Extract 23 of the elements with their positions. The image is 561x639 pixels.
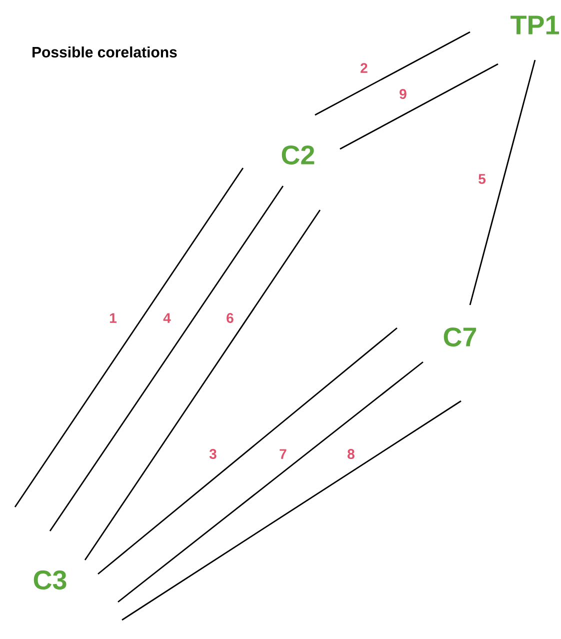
edge-label: 6 [225, 312, 235, 324]
edge-label: 7 [278, 448, 288, 460]
line [14, 168, 244, 508]
edge-label: 8 [346, 448, 356, 460]
line [314, 31, 470, 116]
node-label: C3 [34, 570, 66, 590]
node-label: C2 [282, 145, 314, 165]
line [84, 210, 321, 560]
node-label: C7 [444, 327, 476, 347]
edge-label: 3 [208, 448, 218, 460]
line [49, 186, 284, 532]
line [98, 327, 398, 575]
title: Possible corelations [32, 46, 177, 58]
edge-label: 2 [359, 62, 369, 74]
line [122, 400, 462, 621]
line [340, 63, 498, 150]
edge-label: 5 [477, 173, 487, 185]
node-label: TP1 [510, 16, 560, 34]
line [469, 60, 536, 306]
edge-label: 1 [108, 312, 118, 324]
edge-label: 4 [162, 312, 172, 324]
line [118, 361, 424, 603]
edge-label: 9 [398, 88, 408, 100]
